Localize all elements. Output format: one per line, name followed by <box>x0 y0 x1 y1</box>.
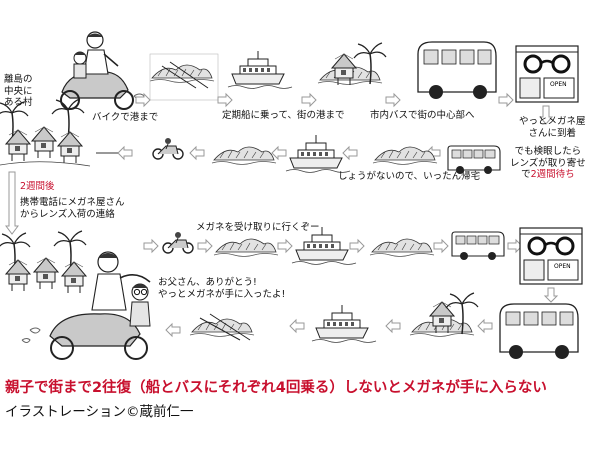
return-moto-illustration <box>152 137 184 160</box>
label-go-pickup: メガネを受け取りに行くぞー <box>196 222 320 233</box>
return-arrow-3 <box>271 146 287 160</box>
village-illustration-2 <box>0 230 87 294</box>
label-two-weeks: 2週間後 <box>20 181 55 192</box>
row3-bus-illustration <box>451 231 505 261</box>
label-arrive-shop: やっとメガネ屋 さんに到着 <box>519 116 586 139</box>
credit: イラストレーション©蔵前仁一 <box>5 404 194 420</box>
return-bus-illustration <box>447 145 501 175</box>
label-go-home: しょうがないので、いったん帰宅 <box>338 171 481 182</box>
final-bus-illustration <box>499 303 579 359</box>
shop-sign-2: OPEN <box>554 263 571 270</box>
return-ferry-illustration <box>285 134 351 173</box>
final-pier-illustration <box>189 313 255 341</box>
father-child-happy-motorbike-illustration <box>21 251 151 360</box>
final-arrow-3 <box>289 319 305 333</box>
flow-arrow-3 <box>301 93 317 107</box>
return-pier-illustration <box>211 146 277 165</box>
row3-arrow-5 <box>433 239 449 253</box>
label-wait-red: 2週間待ち <box>530 169 575 180</box>
label-wait-text: でも検眼したら レンズが取り寄せ で <box>510 146 586 180</box>
caption: 親子で街まで2往復（船とバスにそれぞれ4回乗る）しないとメガネが手に入らない <box>5 380 547 396</box>
ferry-illustration <box>227 50 293 89</box>
final-arrow-1 <box>477 319 493 333</box>
father-child-motorbike-illustration <box>60 31 145 110</box>
flow-arrow-4 <box>385 93 401 107</box>
label-ferry-to-port: 定期船に乗って、街の港まで <box>222 110 345 121</box>
label-phone-call: 携帯電話にメガネ屋さん からレンズ入荷の連絡 <box>20 197 125 220</box>
glasses-shop-illustration-2: OPEN <box>518 226 584 286</box>
label-arrive-shop-text: やっとメガネ屋 さんに到着 <box>519 116 586 139</box>
return-arrow-2 <box>342 146 358 160</box>
flow-arrow-1 <box>135 93 151 107</box>
return-arrow-5 <box>117 146 133 160</box>
port-pier-illustration <box>149 53 219 101</box>
row3-arrow-2 <box>197 239 213 253</box>
return-arrow-4 <box>189 146 205 160</box>
return-island-illustration <box>372 146 438 165</box>
row3-island-illustration <box>369 238 435 257</box>
label-village: 離島の 中央に ある村 <box>4 74 33 108</box>
row3-arrow-down <box>543 287 559 303</box>
flow-arrow-down-shop <box>538 105 554 125</box>
shop-sign: OPEN <box>550 81 567 88</box>
row3-arrow-1 <box>143 239 159 253</box>
final-ferry-illustration <box>311 304 377 343</box>
village-illustration <box>0 98 91 167</box>
label-bike-to-port: バイクで港まで <box>92 112 159 123</box>
row3-moto-illustration <box>162 231 194 254</box>
glasses-shop-illustration: OPEN <box>514 44 580 104</box>
final-arrow-2 <box>385 319 401 333</box>
label-thanks: お父さん、ありがとう! やっとメガネが手に入ったよ! <box>158 277 286 300</box>
row3-arrow-3 <box>277 239 293 253</box>
city-island-illustration <box>317 42 387 86</box>
row3-arrow-4 <box>349 239 365 253</box>
flow-arrow-5 <box>498 93 514 107</box>
city-bus-illustration <box>417 41 497 99</box>
row3-pier-illustration <box>213 238 279 257</box>
label-bus-to-center: 市内バスで街の中心部へ <box>370 110 475 121</box>
final-arrow-4 <box>165 323 181 337</box>
label-wait: でも検眼したら レンズが取り寄せ で2週間待ち <box>510 146 586 181</box>
final-island-illustration <box>409 292 479 337</box>
down-arrow-left <box>5 171 19 235</box>
flow-arrow-2 <box>217 93 233 107</box>
